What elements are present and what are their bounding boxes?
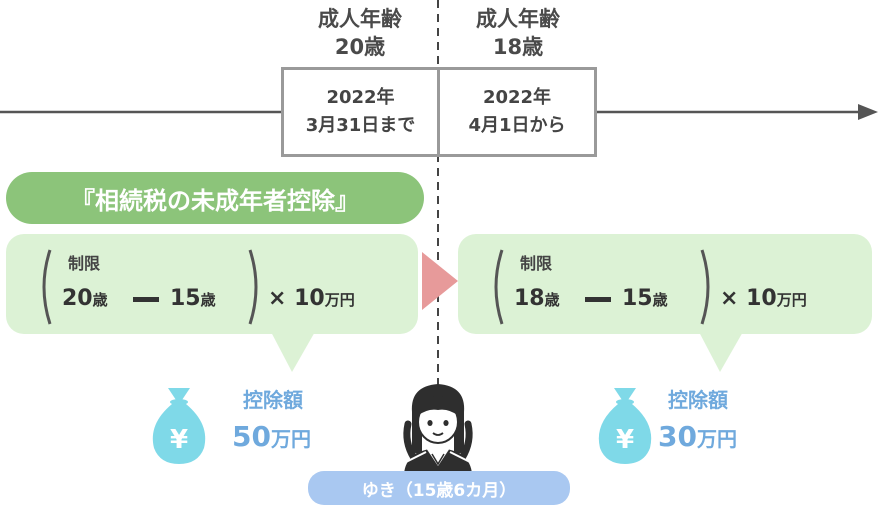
age-b-right-unit: 歳: [652, 291, 668, 309]
bubble-tail-left: [270, 330, 316, 372]
amount-right: 10: [746, 286, 777, 311]
parentheses-right: [494, 249, 710, 325]
money-bag-icon-right: ¥: [598, 388, 652, 464]
title-text: 『相続税の未成年者控除』: [71, 186, 359, 215]
formula-bubble-right: [458, 234, 872, 334]
age-b-right: 15歳: [622, 286, 668, 311]
timeline-arrowhead: [858, 104, 878, 120]
multiplier-left: × 10万円: [268, 286, 355, 311]
date-right-line2: 4月1日から: [468, 115, 566, 136]
amount-right-unit: 万円: [776, 291, 807, 309]
title-pill: 『相続税の未成年者控除』: [6, 172, 424, 224]
amount-left: 10: [294, 286, 325, 311]
limit-label-right: 制限: [520, 254, 553, 273]
deduction-value-right: 30万円: [658, 420, 737, 453]
deduction-label-left: 控除額: [243, 388, 303, 412]
deduction-unit-left: 万円: [270, 427, 311, 451]
header-left: 成人年齢 20歳: [290, 5, 430, 61]
person-name-pill: ゆき（15歳6カ月）: [308, 471, 570, 505]
person-name: ゆき（15歳6カ月）: [361, 480, 517, 501]
date-box-left: 2022年 3月31日まで: [281, 67, 440, 157]
deduction-value-left: 50万円: [232, 420, 311, 453]
date-box-right: 2022年 4月1日から: [437, 67, 597, 157]
transition-arrow: [422, 252, 458, 310]
age-a-right-value: 18: [514, 286, 545, 311]
deduction-amount-left: 50: [232, 420, 271, 453]
times-left: ×: [268, 286, 287, 311]
multiplier-right: × 10万円: [720, 286, 807, 311]
money-bag-icon-left: ¥: [152, 388, 206, 464]
yen-symbol-right: ¥: [616, 425, 634, 455]
formula-bubble-left: [6, 234, 418, 334]
age-b-left-unit: 歳: [200, 291, 216, 309]
date-left-line2: 3月31日まで: [305, 115, 416, 136]
header-left-line2: 20歳: [334, 35, 386, 59]
age-a-right-unit: 歳: [544, 291, 560, 309]
age-a-left-value: 20: [62, 286, 93, 311]
yen-symbol-left: ¥: [170, 425, 188, 455]
age-a-right: 18歳: [514, 286, 560, 311]
amount-left-unit: 万円: [324, 291, 355, 309]
date-right-line1: 2022年: [482, 87, 552, 108]
age-b-right-value: 15: [622, 286, 653, 311]
header-right: 成人年齢 18歳: [448, 5, 588, 61]
deduction-unit-right: 万円: [696, 427, 737, 451]
minus-bar-left: [133, 297, 159, 302]
parentheses-left: [42, 249, 258, 325]
limit-label-left: 制限: [68, 254, 101, 273]
times-right: ×: [720, 286, 739, 311]
age-a-left: 20歳: [62, 286, 108, 311]
date-left-line1: 2022年: [326, 87, 395, 108]
age-b-left-value: 15: [170, 286, 201, 311]
age-a-left-unit: 歳: [92, 291, 108, 309]
header-left-line1: 成人年齢: [318, 7, 402, 31]
deduction-label-right: 控除額: [668, 388, 728, 412]
header-right-line2: 18歳: [492, 35, 544, 59]
bubble-tail-right: [698, 330, 744, 372]
girl-avatar-icon: [403, 384, 473, 474]
deduction-amount-right: 30: [658, 420, 697, 453]
minus-bar-right: [585, 297, 611, 302]
header-right-line1: 成人年齢: [476, 7, 560, 31]
age-b-left: 15歳: [170, 286, 216, 311]
